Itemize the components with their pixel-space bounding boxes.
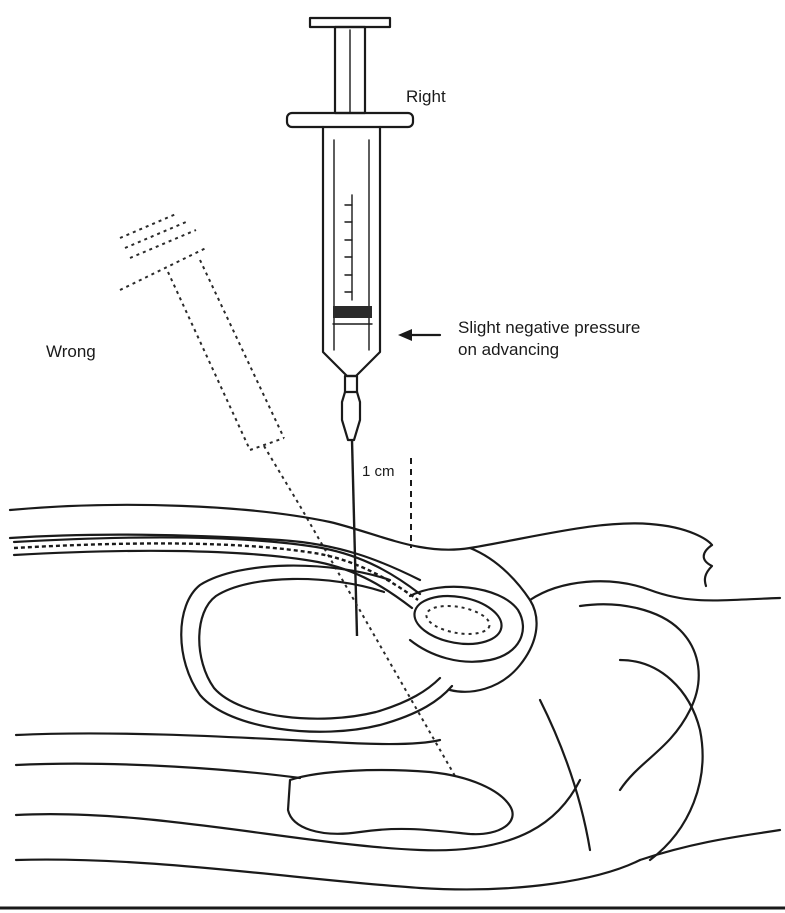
wrong-cap-3 [130,230,196,258]
wrong-needle [120,214,455,776]
lower-layer-4 [16,860,640,890]
label-right: Right [406,86,446,108]
syringe-nozzle [345,376,357,392]
plunger-stopper [333,306,372,318]
label-wrong: Wrong [46,341,96,363]
label-depth: 1 cm [362,461,395,483]
label-pressure-line1: Slight negative pressure [458,317,640,339]
target-nodule-inner [424,602,492,639]
lower-organ [288,770,513,834]
anatomy-section [0,505,785,908]
barrel-flange [287,113,413,127]
lower-layer-2 [16,764,300,778]
wrong-cap-1 [120,214,176,238]
wrong-cap-2 [125,222,186,248]
plunger-cap [310,18,390,27]
right-upper-edge [530,581,780,600]
wrong-barrel-end [250,438,284,450]
wrong-barrel-right [200,260,284,438]
barrel-scale [345,195,352,300]
lower-layer-3 [16,780,580,850]
organ-inner [199,579,440,719]
lower-layer-1 [16,733,440,744]
mid-curve [540,700,590,850]
wrong-flange [120,248,206,290]
target-nodule [411,590,506,651]
pressure-arrow-head [398,329,412,341]
right-contour [450,548,537,692]
needle [352,440,357,636]
organ-outer [181,566,452,732]
bottom-right-edge [640,830,780,860]
label-negative-pressure: Slight negative pressure on advancing [458,317,640,361]
wrong-hub [264,446,300,506]
wrong-barrel-left [168,272,250,450]
skin-fold [704,545,712,586]
right-lobe [580,604,699,790]
label-pressure-line2: on advancing [458,339,640,361]
needle-hub [342,392,360,440]
right-lobe-inner [620,660,703,860]
